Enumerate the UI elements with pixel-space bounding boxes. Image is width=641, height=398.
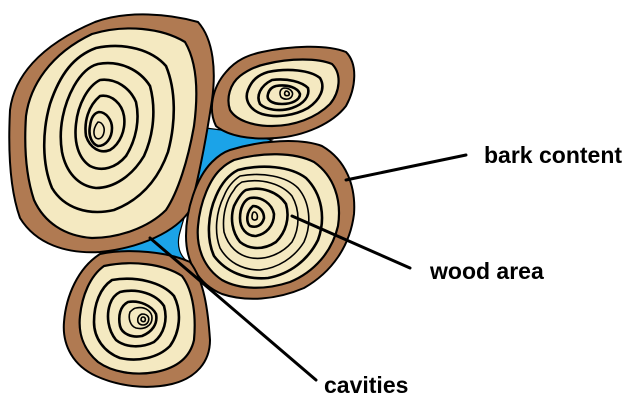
log-large <box>9 14 213 252</box>
log-middle-right <box>186 141 354 299</box>
bark-content-label: bark content <box>484 142 622 168</box>
cavities-label: cavities <box>324 372 408 398</box>
wood-area-label: wood area <box>429 258 544 284</box>
log-top-right <box>212 47 354 139</box>
bark-content-leader-line <box>346 155 466 180</box>
